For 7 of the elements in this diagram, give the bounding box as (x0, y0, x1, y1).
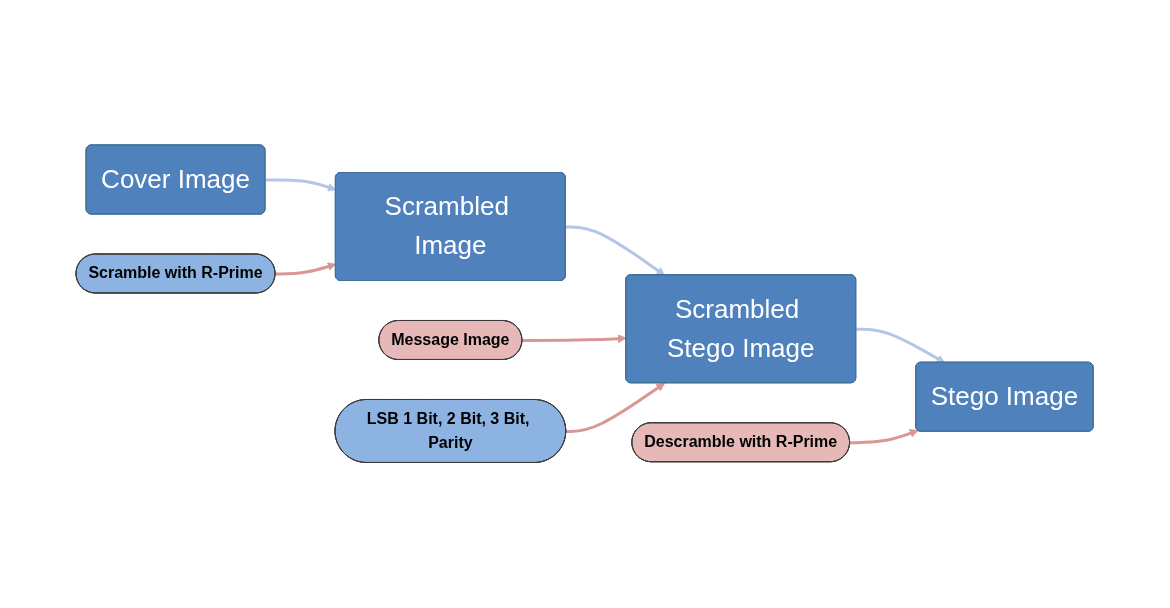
arrow (566, 383, 666, 434)
arrow (275, 262, 337, 276)
arrow (850, 429, 919, 445)
arrow (566, 225, 666, 276)
arrow (856, 327, 946, 364)
arrow (522, 334, 628, 344)
arrow (265, 178, 337, 192)
